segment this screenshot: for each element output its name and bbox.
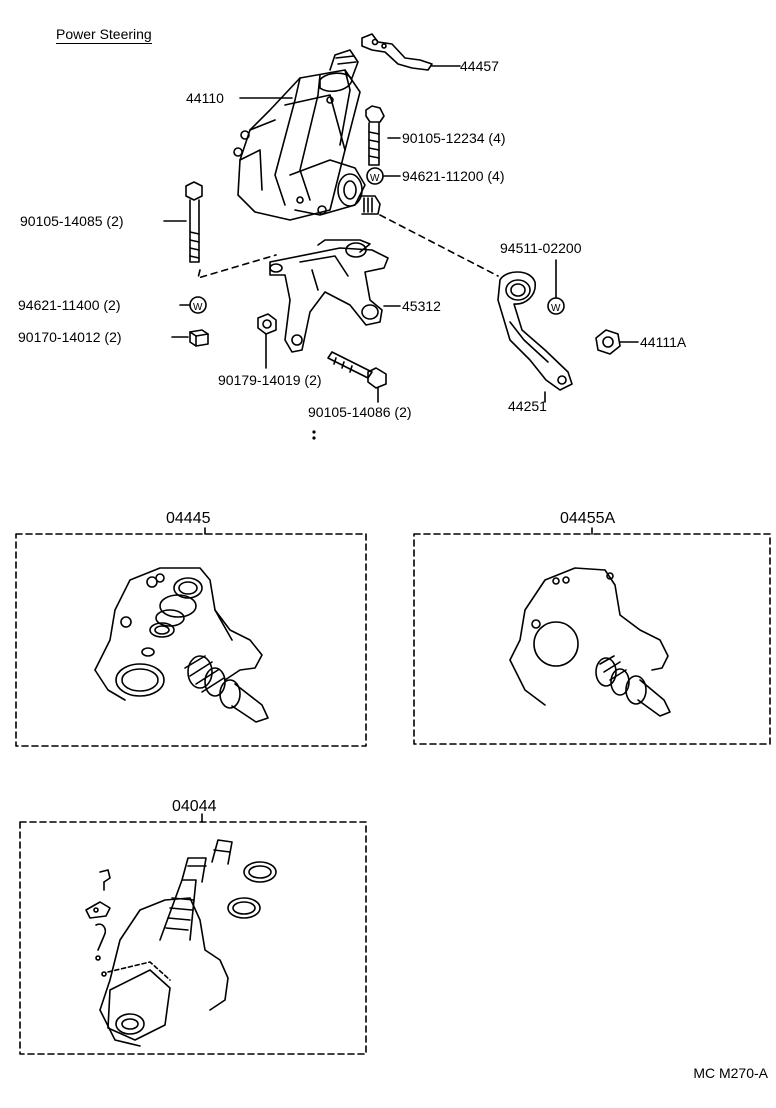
diagram-code: MC M270-A (693, 1065, 768, 1081)
washer-94621-11400: W (179, 296, 207, 314)
part-label-44110: 44110 (186, 90, 224, 106)
kit-label-04455A: 04455A (560, 510, 616, 527)
kit-04044-box (19, 813, 367, 1055)
nut-44111A (595, 329, 639, 355)
part-label-44111A: 44111A (640, 334, 687, 350)
part-label-94511-02200: 94511-02200 (500, 240, 582, 256)
steering-gear-housing (233, 49, 381, 221)
bolt-90105-14086 (327, 351, 387, 403)
svg-text:W: W (370, 173, 380, 184)
kit-04455A-box (413, 527, 771, 745)
bolt-90105-12234 (365, 105, 401, 166)
bracket-45312 (269, 239, 401, 353)
pitman-arm-44251 (497, 271, 573, 403)
nut-90170-14012 (171, 329, 209, 347)
part-label-44457: 44457 (460, 58, 499, 74)
svg-text:W: W (193, 302, 203, 313)
part-label-90105-14086: 90105-14086 (2) (308, 404, 412, 420)
kit-04445-box (15, 527, 367, 747)
diagram-title: Power Steering (56, 26, 152, 44)
svg-text:W: W (551, 303, 561, 314)
part-label-90179-14019: 90179-14019 (2) (218, 372, 322, 388)
kit-label-04044: 04044 (172, 798, 217, 815)
part-label-45312: 45312 (402, 298, 441, 314)
part-label-90170-14012: 90170-14012 (2) (18, 329, 122, 345)
kit-label-04445: 04445 (166, 510, 211, 527)
washer-94511-02200: W (547, 259, 565, 315)
part-label-94621-11200: 94621-11200 (4) (402, 168, 505, 184)
part-label-44251: 44251 (508, 398, 547, 414)
part-label-90105-14085: 90105-14085 (2) (20, 213, 124, 229)
washer-94621-11200: W (366, 167, 401, 185)
bracket-44457 (361, 33, 461, 71)
collar-90179-14019 (257, 313, 277, 369)
part-label-90105-12234: 90105-12234 (4) (402, 130, 506, 146)
bolt-90105-14085 (163, 181, 203, 263)
part-label-94621-11400: 94621-11400 (2) (18, 297, 121, 313)
